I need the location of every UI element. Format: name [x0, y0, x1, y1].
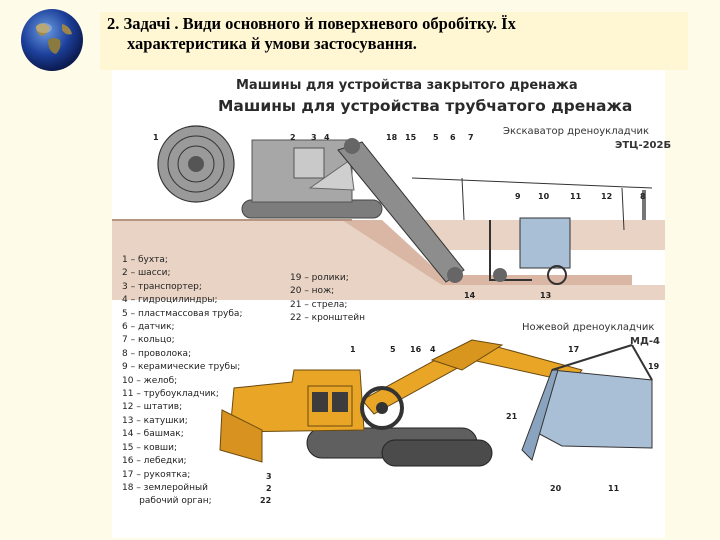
- legend-item: 15 – ковши;: [122, 442, 178, 453]
- callout-bottom-21: 21: [506, 412, 518, 421]
- legend-item: рабочий орган;: [122, 496, 212, 507]
- legend-item: 2 – шасси;: [122, 268, 171, 279]
- legend-item: 21 – стрела;: [290, 299, 348, 310]
- callout-bottom-16: 16: [410, 345, 422, 354]
- callout-top-11: 11: [570, 192, 582, 201]
- callout-top-18: 18: [386, 133, 398, 142]
- machine-bottom-label: Ножевой дреноукладчик: [522, 322, 655, 333]
- machine-top-label: Экскаватор дреноукладчик: [503, 126, 650, 137]
- callout-bottom-11: 11: [608, 484, 620, 493]
- callout-top-14: 14: [464, 291, 476, 300]
- globe-icon: [21, 9, 83, 71]
- slide-title-bar: [100, 12, 688, 70]
- pipe-layer-box: [519, 217, 571, 269]
- legend-item: 6 – датчик;: [122, 322, 175, 333]
- legend-item: 10 – желоб;: [122, 375, 178, 386]
- legend-item: 14 – башмак;: [122, 429, 184, 440]
- callout-top-1: 1: [153, 133, 159, 142]
- figure-subtitle: Машины для устройства закрытого дренажа: [236, 78, 578, 93]
- callout-bottom-4: 4: [430, 345, 436, 354]
- machine-top-model: ЭТЦ-202Б: [615, 140, 672, 151]
- callout-bottom-19: 19: [648, 362, 660, 371]
- legend-item: 1 – бухта;: [122, 255, 168, 265]
- legend-item: 12 – штатив;: [122, 402, 183, 413]
- legend-item: 7 – кольцо;: [122, 335, 175, 346]
- legend-item: 11 – трубоукладчик;: [122, 389, 219, 400]
- callout-top-7: 7: [468, 133, 474, 142]
- callout-top-12: 12: [601, 192, 613, 201]
- callout-top-6: 6: [450, 133, 456, 142]
- legend-left: 1 – бухта; 2 – шасси; 3 – транспортер; 4 – …: [122, 254, 282, 509]
- legend-item: 19 – ролики;: [290, 273, 349, 283]
- legend-item: 16 – лебедки;: [122, 456, 187, 467]
- legend-item: 4 – гидроцилиндры;: [122, 295, 218, 306]
- callout-top-10: 10: [538, 192, 550, 201]
- slide-title-line-1: 2. Задачі . Види основного й поверхневог…: [107, 14, 516, 33]
- callout-bottom-3: 3: [266, 472, 272, 481]
- slide-title: 2. Задачі . Види основного й поверхневог…: [107, 14, 687, 54]
- callout-top-3: 3: [311, 133, 317, 142]
- legend-right: 19 – ролики; 20 – нож; 21 – стрела; 22 – кр…: [290, 272, 430, 326]
- legend-item: 8 – проволока;: [122, 348, 192, 359]
- callout-top-8: 8: [640, 192, 646, 201]
- figure-title: Машины для устройства трубчатого дренажа: [218, 97, 633, 115]
- legend-item: 3 – транспортер;: [122, 281, 202, 292]
- callout-bottom-20: 20: [550, 484, 562, 493]
- callout-top-13: 13: [540, 291, 552, 300]
- machine-bottom-model: МД-4: [630, 336, 660, 347]
- drainage-machines-figure: Машины для устройства закрытого дренажа …: [112, 70, 671, 538]
- callout-bottom-5: 5: [390, 345, 396, 354]
- slide-title-line-2: характеристика й умови застосування.: [127, 34, 417, 53]
- legend-item: 9 – керамические трубы;: [122, 362, 241, 373]
- callout-bottom-22: 22: [260, 496, 272, 505]
- callout-bottom-2: 2: [266, 484, 272, 493]
- track-top: [241, 199, 383, 219]
- legend-item: 13 – катушки;: [122, 415, 188, 426]
- legend-item: 17 – рукоятка;: [122, 469, 191, 480]
- callout-top-2: 2: [290, 133, 296, 142]
- machines-illustration: [112, 125, 665, 467]
- legend-item: 22 – кронштейн: [290, 313, 365, 324]
- callout-top-5: 5: [433, 133, 439, 142]
- callout-top-4: 4: [324, 133, 330, 142]
- legend-item: 5 – пластмассовая труба;: [122, 308, 243, 319]
- legend-item: 20 – нож;: [290, 286, 335, 297]
- trench-cut: [342, 220, 632, 285]
- legend-item: 18 – землеройный: [122, 482, 208, 493]
- callout-bottom-1: 1: [350, 345, 356, 354]
- callout-bottom-17: 17: [568, 345, 580, 354]
- callout-top-15: 15: [405, 133, 417, 142]
- callout-top-9: 9: [515, 192, 521, 201]
